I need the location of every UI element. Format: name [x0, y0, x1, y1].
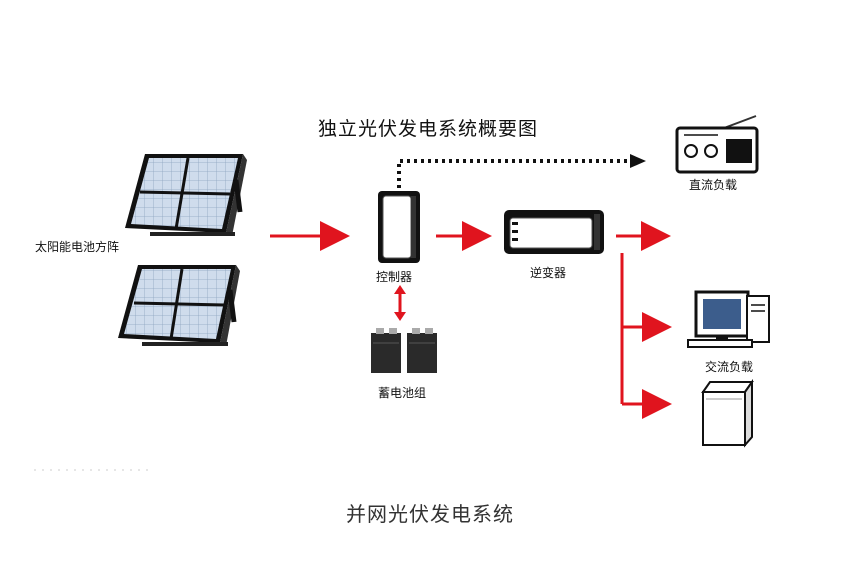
battery-icon: [371, 328, 437, 373]
label-inverter: 逆变器: [530, 266, 567, 280]
arrow-controller-battery: [394, 285, 406, 321]
solar-panel-icon: [118, 265, 240, 346]
label-battery: 蓄电池组: [378, 386, 427, 400]
dotted-arrow-to-dc-load: [397, 154, 646, 188]
label-dc-load: 直流负载: [689, 178, 738, 192]
controller-icon: [378, 191, 420, 263]
inverter-icon: [504, 210, 604, 254]
label-controller: 控制器: [376, 270, 413, 284]
radio-icon: [675, 115, 759, 174]
computer-icon: [687, 290, 770, 348]
solar-panel-icon: [125, 154, 247, 236]
arrow-branch-ac-loads: [620, 253, 672, 419]
label-solar-array: 太阳能电池方阵: [35, 240, 120, 254]
diagram-title: 独立光伏发电系统概要图: [318, 118, 539, 140]
appliance-icon: [701, 378, 754, 448]
label-ac-load: 交流负载: [705, 360, 754, 374]
figure-caption: 并网光伏发电系统: [346, 502, 514, 526]
